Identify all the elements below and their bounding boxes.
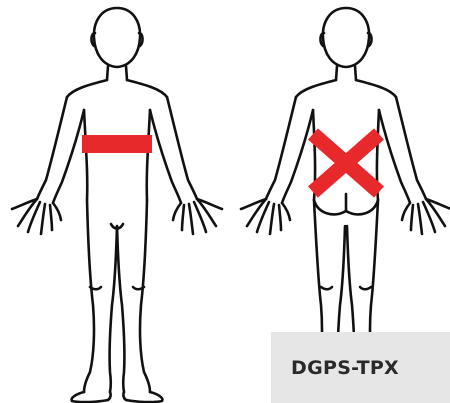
- front-body-figure: [12, 8, 222, 402]
- front-highlight-band: [82, 135, 152, 153]
- product-label-text: DGPS-TPX: [291, 357, 399, 379]
- front-body-outline: [12, 8, 222, 402]
- back-highlight-cross: [313, 134, 379, 192]
- product-label-box: DGPS-TPX: [271, 332, 450, 403]
